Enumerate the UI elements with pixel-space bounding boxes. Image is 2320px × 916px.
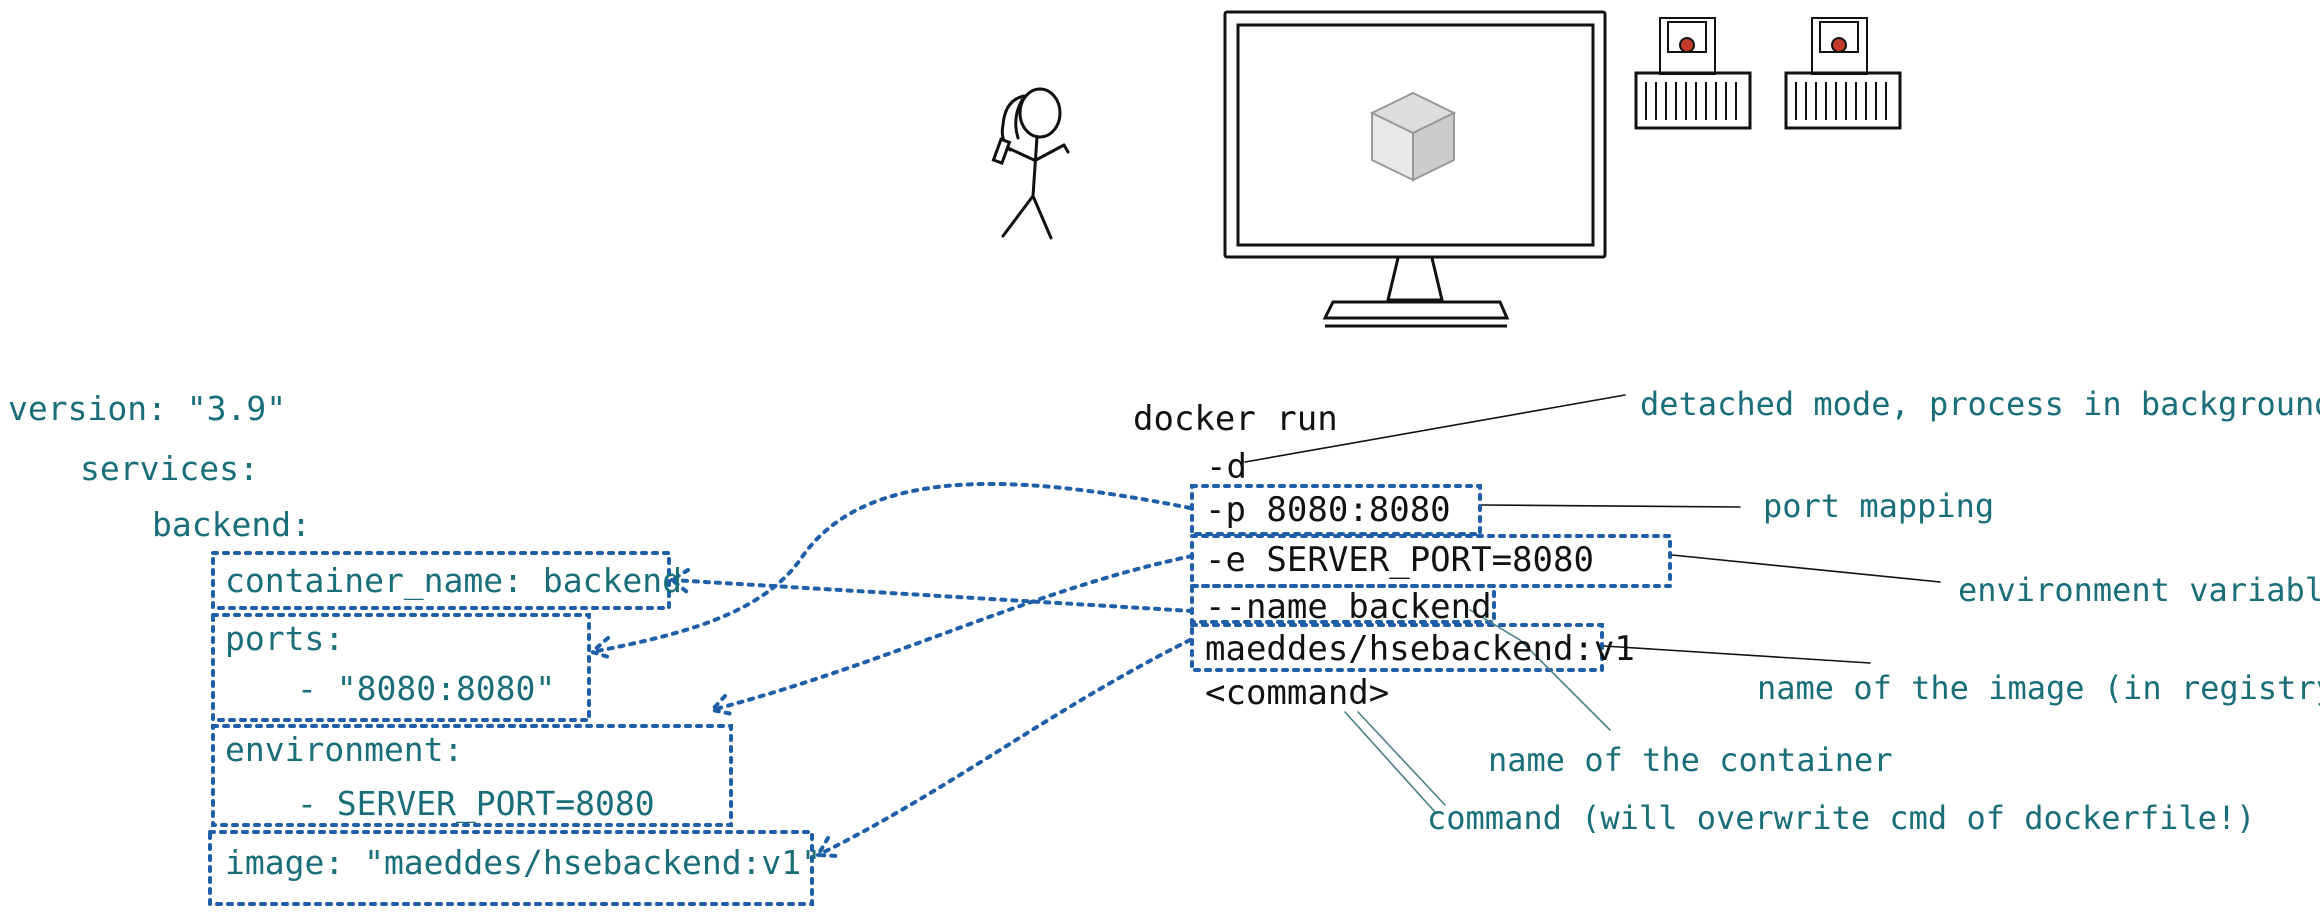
compose-environment-value: - SERVER_PORT=8080: [297, 784, 655, 823]
compose-container-name-box: [211, 551, 671, 610]
annotation-env-variable: environment variable: [1958, 571, 2320, 609]
command-arg: <command>: [1205, 673, 1390, 713]
annotation-container-name: name of the container: [1488, 741, 1893, 779]
docker-run-command: docker run: [1133, 399, 1338, 439]
ports-connector: [590, 482, 1192, 654]
name-arrowhead: [668, 568, 690, 594]
run-image-box: [1190, 623, 1604, 672]
compose-backend: backend:: [152, 505, 311, 544]
compose-environment: environment:: [225, 730, 464, 769]
compose-image-box: [208, 830, 814, 906]
compose-ports-value: - "8080:8080": [297, 669, 556, 708]
env-connector: [710, 554, 1194, 712]
run-name-box: [1190, 584, 1496, 624]
env-arrowhead: [708, 694, 734, 716]
monitor-icon: [1223, 10, 1607, 328]
container-icon: [1634, 17, 1752, 130]
command-leader-2: [1357, 711, 1446, 806]
compose-image: image: "maeddes/hsebackend:v1": [225, 843, 822, 882]
compose-environment-box: [211, 724, 733, 827]
annotation-image-name: name of the image (in registry): [1757, 669, 2320, 707]
detach-flag: -d: [1206, 447, 1247, 487]
cube-icon: [1369, 91, 1457, 182]
compose-ports-box: [211, 613, 591, 722]
compose-container-name: container_name: backend: [225, 561, 682, 600]
name-flag: --name backend: [1205, 587, 1492, 627]
compose-services: services:: [80, 449, 259, 488]
run-port-box: [1190, 484, 1482, 536]
image-leader: [1603, 645, 1871, 664]
env-leader: [1671, 554, 1941, 583]
image-arrowhead: [814, 836, 840, 858]
stick-figure-icon: [991, 87, 1070, 240]
image-arg: maeddes/hsebackend:v1: [1205, 629, 1635, 669]
container-icon: [1784, 17, 1902, 130]
ports-arrowhead: [587, 636, 614, 660]
detached-leader: [1244, 394, 1626, 463]
container-name-leader: [1469, 609, 1611, 731]
command-leader: [1344, 711, 1436, 813]
annotation-command: command (will overwrite cmd of dockerfil…: [1427, 799, 2256, 837]
compose-version: version: "3.9": [8, 389, 287, 428]
env-flag: -e SERVER_PORT=8080: [1205, 540, 1594, 580]
annotation-port-mapping: port mapping: [1763, 487, 1995, 525]
name-connector: [670, 578, 1194, 613]
compose-ports: ports:: [225, 619, 345, 658]
image-connector: [816, 638, 1192, 857]
port-leader: [1481, 504, 1741, 508]
port-flag: -p 8080:8080: [1205, 490, 1451, 530]
annotation-detached: detached mode, process in background: [1640, 385, 2320, 423]
